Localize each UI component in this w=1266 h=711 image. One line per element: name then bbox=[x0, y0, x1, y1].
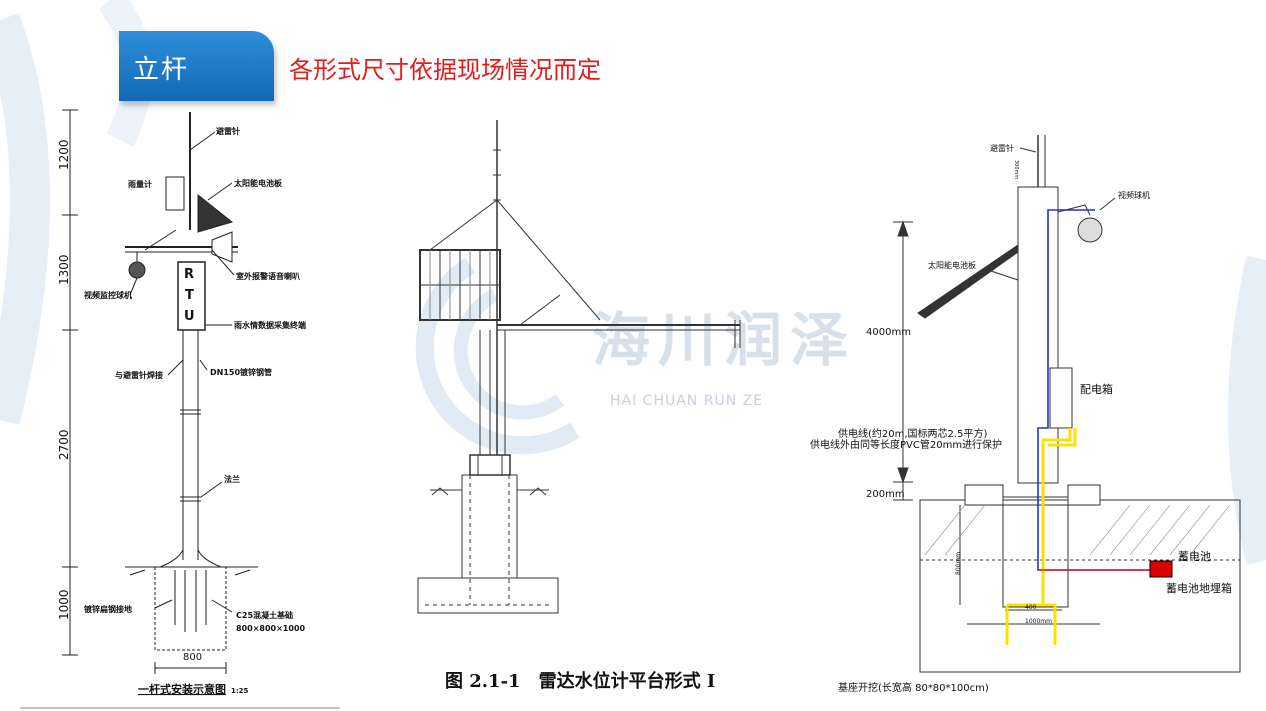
dim-1000: 1000 bbox=[57, 589, 71, 620]
dim-1200: 1200 bbox=[57, 139, 71, 170]
r-label-dist-box: 配电箱 bbox=[1080, 382, 1113, 396]
r-label-w400: 400 bbox=[1025, 604, 1037, 611]
label-rain-gauge: 雨量计 bbox=[128, 179, 152, 189]
r-label-camera: 视频球机 bbox=[1118, 190, 1150, 200]
r-label-lightning-rod: 避雷针 bbox=[990, 143, 1014, 153]
label-base-width: 800 bbox=[183, 652, 202, 663]
rtu-label-t: T bbox=[185, 288, 194, 303]
r-label-height: 4000mm bbox=[866, 327, 911, 338]
label-speaker: 室外报警语音喇叭 bbox=[236, 271, 300, 281]
label-foundation-size: 800×800×1000 bbox=[236, 624, 306, 633]
left-caption: 一杆式安装示意图 bbox=[138, 682, 226, 696]
battery-box bbox=[1149, 560, 1173, 578]
label-ground: 镀锌扁钢接地 bbox=[84, 604, 132, 614]
r-label-battery-box: 蓄电池地埋箱 bbox=[1166, 581, 1232, 595]
rtu-label-r: R bbox=[184, 267, 194, 282]
watermark-subtext: HAI CHUAN RUN ZE bbox=[610, 393, 764, 409]
dim-2700: 2700 bbox=[57, 429, 71, 460]
label-flange: 法兰 bbox=[224, 474, 240, 484]
r-label-depth: 200mm bbox=[866, 489, 905, 500]
page-subtitle: 各形式尺寸依据现场情况而定 bbox=[289, 56, 601, 84]
r-label-top-len: 300mm bbox=[1013, 160, 1019, 179]
right-caption: 基座开挖(长宽高 80*80*100cm) bbox=[838, 681, 989, 694]
r-label-d800: 800mm bbox=[955, 552, 962, 575]
left-scale: 1:25 bbox=[231, 687, 249, 695]
r-label-battery: 蓄电池 bbox=[1178, 550, 1211, 563]
dim-1300: 1300 bbox=[57, 254, 71, 285]
middle-caption: 图 2.1-1 雷达水位计平台形式 I bbox=[445, 671, 716, 692]
r-label-w1000: 1000mm bbox=[1025, 618, 1052, 625]
section-tab: 立杆 bbox=[119, 31, 274, 101]
watermark-logo-icon bbox=[415, 257, 580, 455]
label-lightning-rod: 避雷针 bbox=[216, 126, 240, 136]
label-camera: 视频监控球机 bbox=[84, 290, 132, 300]
label-weld: 与避雷针焊接 bbox=[115, 370, 163, 380]
r-label-cable1: 供电线(约20m,国标两芯2.5平方) bbox=[838, 427, 987, 440]
label-foundation: C25混凝土基础 bbox=[236, 610, 293, 620]
label-solar-panel: 太阳能电池板 bbox=[233, 178, 283, 188]
r-label-cable2: 供电线外由同等长度PVC管20mm进行保护 bbox=[810, 438, 1002, 451]
section-tab-title: 立杆 bbox=[133, 55, 190, 85]
rtu-label-u: U bbox=[184, 309, 195, 324]
label-pipe: DN150镀锌钢管 bbox=[210, 367, 272, 377]
label-collector: 雨水情数据采集终端 bbox=[234, 320, 306, 330]
watermark-text: 海川润泽 bbox=[592, 306, 857, 374]
r-label-solar: 太阳能电池板 bbox=[928, 260, 976, 270]
